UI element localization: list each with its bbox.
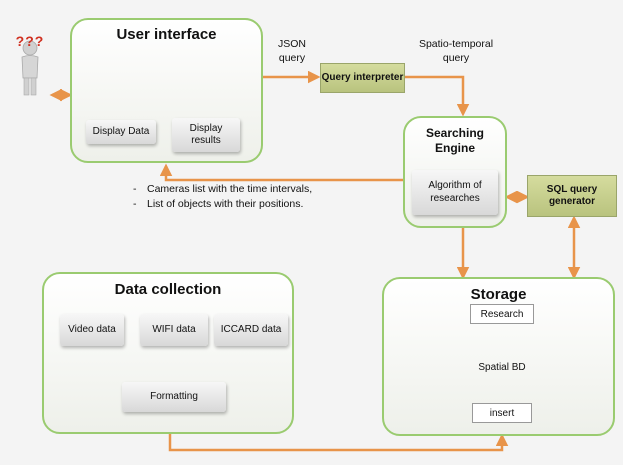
results-list-item: Cameras list with the time intervals,	[133, 182, 312, 197]
video-data-box: Video data	[60, 314, 124, 346]
research-box: Research	[470, 304, 534, 324]
searching-engine-title: Searching Engine	[425, 126, 485, 155]
json-query-label: JSON query	[277, 38, 306, 64]
query-interpreter-box: Query interpreter	[320, 63, 405, 93]
arrow-interpreter-engine	[405, 75, 470, 117]
display-results-button: Display results	[172, 118, 240, 152]
user-interface-title: User interface	[116, 26, 217, 43]
sql-query-generator-box: SQL query generator	[527, 175, 617, 217]
display-data-button: Display Data	[86, 120, 156, 144]
storage-title: Storage	[470, 286, 527, 303]
results-list: Cameras list with the time intervals, Li…	[133, 182, 312, 211]
arrow-collection-storage	[168, 433, 509, 452]
wifi-data-box: WIFI data	[140, 314, 208, 346]
iccard-data-box: ICCARD data	[214, 314, 288, 346]
spatial-bd-label: Spatial BD	[478, 362, 526, 373]
question-marks: ???	[15, 33, 45, 49]
confused-user-icon	[21, 40, 39, 96]
results-list-item: List of objects with their positions.	[133, 197, 312, 212]
spatio-temporal-query-label: Spatio-temporal query	[418, 38, 494, 64]
formatting-box: Formatting	[122, 382, 226, 412]
arrow-engine-results	[159, 163, 403, 182]
algorithm-of-researches-box: Algorithm of researches	[412, 170, 498, 215]
data-collection-title: Data collection	[114, 281, 222, 298]
insert-box: insert	[472, 403, 532, 423]
